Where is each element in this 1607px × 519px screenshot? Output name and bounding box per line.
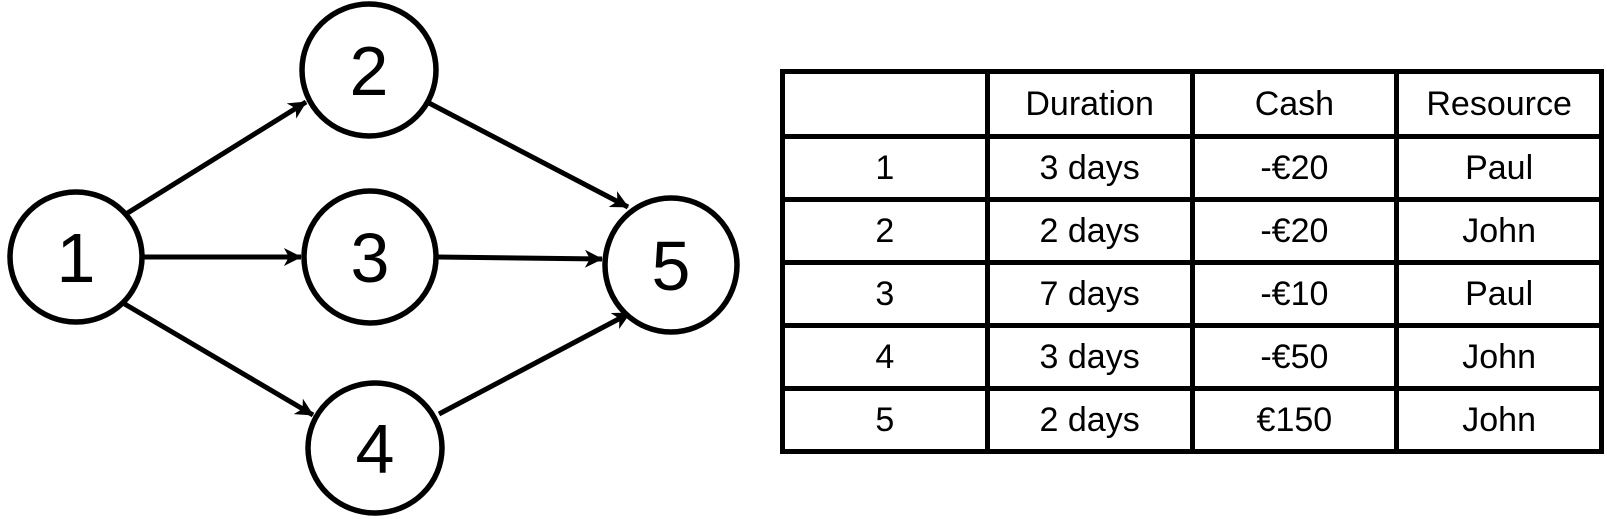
activity-cell: 3	[780, 260, 990, 328]
column-header-duration: Duration	[984, 69, 1195, 139]
duration-cell: 3 days	[984, 134, 1195, 202]
cash-cell: -€10	[1189, 260, 1400, 328]
project-network-diagram: 1 2 3 4 5	[7, 1, 740, 516]
node-circle-2	[299, 1, 439, 139]
column-header-resource: Resource	[1394, 69, 1604, 139]
activity-cell: 1	[780, 134, 990, 202]
node-label-5: 5	[652, 227, 691, 305]
duration-cell: 3 days	[984, 323, 1195, 391]
cash-cell: -€20	[1189, 197, 1400, 265]
edge-4-to-5	[437, 310, 632, 417]
node-4: 4	[305, 380, 445, 516]
node-1: 1	[7, 189, 145, 325]
node-2: 2	[299, 1, 439, 139]
resource-cell: Paul	[1394, 260, 1604, 328]
activity-cell: 4	[780, 323, 990, 391]
cash-cell: -€20	[1189, 134, 1400, 202]
node-label-1: 1	[57, 219, 96, 297]
resource-cell: Paul	[1394, 134, 1604, 202]
node-circle-5	[602, 195, 740, 335]
column-header-activity	[780, 69, 990, 139]
node-5: 5	[602, 195, 740, 335]
node-label-4: 4	[356, 410, 395, 488]
cash-cell: €150	[1189, 386, 1400, 454]
resource-cell: John	[1394, 197, 1604, 265]
cash-cell: -€50	[1189, 323, 1400, 391]
duration-cell: 2 days	[984, 197, 1195, 265]
node-circle-4	[305, 380, 445, 516]
activity-cell: 2	[780, 197, 990, 265]
resource-cell: John	[1394, 386, 1604, 454]
node-label-3: 3	[351, 219, 390, 297]
edge-3-to-5	[436, 249, 603, 268]
node-circle-1	[7, 189, 145, 325]
resource-cell: John	[1394, 323, 1604, 391]
duration-cell: 7 days	[984, 260, 1195, 328]
edge-1-to-4	[121, 300, 315, 418]
node-3: 3	[301, 188, 439, 326]
activity-cell: 5	[780, 386, 990, 454]
nodes-group: 1 2 3 4 5	[7, 1, 740, 516]
edge-2-to-5	[427, 100, 630, 210]
column-header-cash: Cash	[1189, 69, 1400, 139]
node-circle-3	[301, 188, 439, 326]
duration-cell: 2 days	[984, 386, 1195, 454]
node-label-2: 2	[350, 32, 389, 110]
edge-1-to-2	[124, 99, 308, 217]
edges-group	[121, 99, 632, 418]
